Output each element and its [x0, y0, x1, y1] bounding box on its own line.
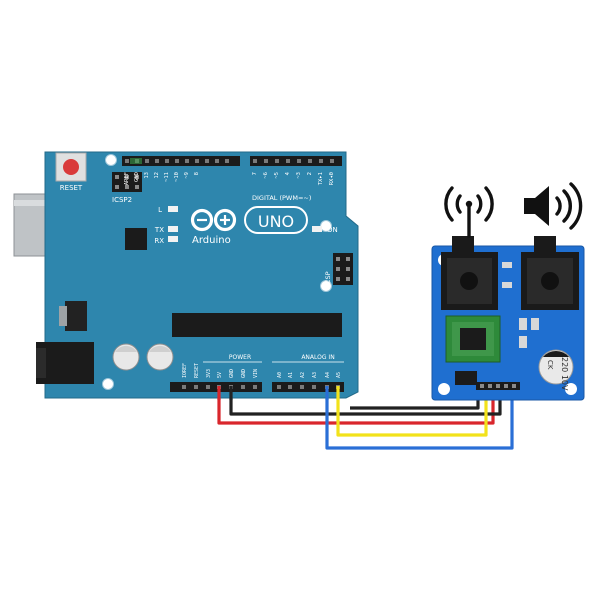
wire-a5-yellow — [336, 375, 488, 437]
pin-label: A1 — [288, 372, 294, 378]
pin-label: GND — [134, 172, 140, 182]
digital-label: DIGITAL (PWM=~) — [252, 194, 311, 202]
tea5767-tuner — [445, 315, 501, 363]
audio-jack — [521, 236, 579, 310]
led-tx-label: TX — [154, 226, 164, 234]
antenna-jack — [441, 236, 498, 310]
atmega-chip — [172, 313, 342, 337]
icsp2-label: ICSP2 — [112, 196, 132, 204]
pin-label: A5 — [336, 372, 342, 378]
pin-label: GND — [241, 369, 247, 378]
pin-label: VIN — [253, 369, 259, 378]
power-label: POWER — [229, 354, 251, 361]
top-pin-labels: AREF GND 13 12 ~11 ~10 ~9 8 7 ~6 ~5 4 ~3… — [124, 171, 335, 185]
pin-label: 2 — [307, 172, 313, 175]
pin-label: RX◂0 — [329, 172, 335, 185]
pin-label: 4 — [285, 171, 291, 175]
pin-label: AREF — [124, 172, 130, 185]
led-l-label: L — [158, 206, 162, 214]
pin-label: GND — [229, 369, 235, 378]
voltage-regulator — [65, 301, 87, 331]
pin-label: 3V3 — [206, 369, 212, 378]
status-leds — [168, 206, 322, 242]
icsp-label: ICSP — [324, 271, 332, 286]
pin-label: ~6 — [263, 172, 269, 179]
pin-label: TX▸1 — [318, 172, 324, 185]
led-on-label: ON — [327, 226, 338, 234]
speaker-volume-icon — [524, 182, 583, 230]
wire-stubs — [217, 386, 340, 400]
wire-a4-blue — [325, 375, 514, 450]
power-header — [170, 382, 262, 392]
pin-label: A0 — [277, 372, 283, 378]
logo-arduino-text: Arduino — [192, 235, 231, 246]
pin-label: 13 — [144, 172, 150, 179]
icsp2-header — [112, 172, 142, 192]
amplifier-chip — [455, 371, 477, 385]
pin-label: A2 — [300, 372, 306, 378]
pin-label: ~10 — [174, 172, 180, 182]
reset-label: RESET — [60, 184, 83, 192]
arduino-logo — [190, 206, 308, 234]
pin-label: IOREF — [182, 363, 188, 378]
usb-chip — [125, 228, 147, 250]
capacitors — [112, 343, 174, 371]
pin-label: 12 — [154, 172, 160, 179]
pin-label: 8 — [194, 172, 200, 175]
capacitor-brand: CK — [546, 360, 554, 370]
pin-label: ~3 — [296, 172, 302, 179]
digital-header — [122, 156, 342, 166]
pin-label: 7 — [252, 172, 258, 175]
pin-label: ~11 — [164, 172, 170, 182]
logo-uno-text: UNO — [258, 212, 294, 231]
antenna-signal-icon — [444, 186, 494, 238]
icsp-header — [333, 253, 353, 285]
pin-label: A4 — [325, 372, 331, 378]
arduino-uno-board: RESET ICSP2 — [13, 151, 359, 399]
pin-label: ~5 — [274, 172, 280, 179]
analog-header — [272, 382, 344, 392]
capacitor-label: 220 10V — [560, 357, 569, 391]
pin-label: RESET — [194, 363, 200, 378]
power-pin-labels: IOREF RESET 3V3 5V GND GND VIN — [182, 363, 259, 378]
analog-pin-labels: A0 A1 A2 A3 A4 A5 — [277, 372, 342, 378]
led-rx-label: RX — [154, 237, 164, 245]
fm-radio-module: 220 10V CK — [431, 236, 585, 401]
electrolytic-capacitor — [538, 349, 574, 385]
pin-label: ~9 — [184, 172, 190, 179]
pin-label: A3 — [312, 372, 318, 378]
pin-label: 5V — [217, 372, 223, 378]
analog-label: ANALOG IN — [301, 354, 334, 361]
